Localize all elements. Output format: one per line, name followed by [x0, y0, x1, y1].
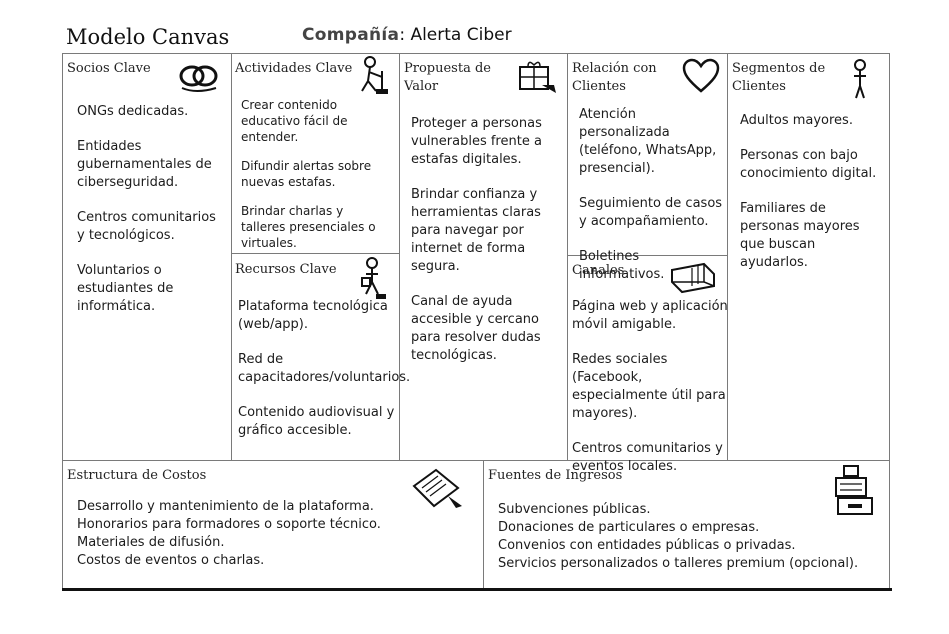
list-item: Convenios con entidades públicas o priva…	[498, 538, 796, 553]
list-item: Servicios personalizados o talleres prem…	[498, 556, 859, 571]
list-item: Boletines informativos.	[579, 249, 665, 282]
list-item: ONGs dedicadas.	[77, 104, 189, 119]
list-item: Red de capacitadores/voluntarios.	[238, 352, 411, 385]
list-item: Seguimiento de casos y acompañamiento.	[579, 196, 723, 229]
block-items: Plataforma tecnológica (web/app). Red de…	[238, 298, 411, 457]
list-item: Brindar confianza y herramientas claras …	[411, 187, 541, 274]
list-item: Costos de eventos o charlas.	[77, 553, 265, 568]
list-item: Redes sociales (Facebook, especialmente …	[572, 352, 726, 421]
block-items: Subvenciones públicas. Donaciones de par…	[498, 501, 883, 573]
block-title-line: Relación con	[572, 61, 657, 76]
divider	[567, 53, 568, 460]
divider	[231, 253, 399, 254]
list-item: Centros comunitarios y tecnológicos.	[77, 210, 216, 243]
truck-icon	[671, 262, 715, 294]
block-title: Recursos Clave	[235, 262, 337, 277]
block-items: Proteger a personas vulnerables frente a…	[411, 115, 563, 382]
divider	[567, 255, 727, 256]
block-title: Socios Clave	[67, 61, 151, 76]
divider	[231, 53, 232, 460]
list-item: Adultos mayores.	[740, 113, 853, 128]
block-title-line: Clientes	[572, 79, 626, 94]
list-item: Familiares de personas mayores que busca…	[740, 201, 860, 270]
bottom-rule	[62, 588, 892, 591]
block-title: Relación con Clientes	[572, 60, 657, 96]
list-item: Difundir alertas sobre nuevas estafas.	[241, 159, 372, 189]
page-title: Modelo Canvas	[66, 25, 230, 49]
worker-icon	[361, 257, 386, 299]
list-item: Crear contenido educativo fácil de enten…	[241, 98, 348, 144]
list-item: Entidades gubernamentales de ciberseguri…	[77, 139, 212, 190]
block-items: ONGs dedicadas. Entidades gubernamentale…	[77, 103, 227, 333]
block-title-line: Propuesta de	[404, 61, 491, 76]
person-icon	[854, 59, 866, 99]
block-items: Adultos mayores. Personas con bajo conoc…	[740, 112, 885, 289]
price-tag-icon	[412, 468, 462, 508]
divider	[62, 460, 890, 461]
list-item: Voluntarios o estudiantes de informática…	[77, 263, 174, 314]
worker-icon	[361, 56, 388, 94]
cash-register-icon	[835, 465, 873, 515]
block-title-line: Segmentos de	[732, 61, 826, 76]
divider	[483, 460, 484, 589]
gift-icon	[519, 61, 556, 93]
heart-icon	[682, 58, 720, 93]
company-line: Compañía: Alerta Ciber	[302, 25, 512, 45]
list-item: Centros comunitarios y eventos locales.	[572, 441, 723, 474]
list-item: Canal de ayuda accesible y cercano para …	[411, 294, 541, 363]
block-title: Estructura de Costos	[67, 468, 207, 483]
block-items: Atención personalizada (teléfono, WhatsA…	[579, 106, 724, 301]
company-label: Compañía	[302, 25, 400, 45]
list-item: Proteger a personas vulnerables frente a…	[411, 116, 542, 167]
block-title: Fuentes de Ingresos	[488, 468, 623, 483]
divider	[399, 53, 400, 460]
list-item: Donaciones de particulares o empresas.	[498, 520, 760, 535]
list-item: Atención personalizada (teléfono, WhatsA…	[579, 107, 717, 176]
block-title: Propuesta de Valor	[404, 60, 491, 96]
list-item: Personas con bajo conocimiento digital.	[740, 148, 877, 181]
company-separator: :	[399, 25, 406, 45]
block-title: Actividades Clave	[235, 61, 353, 76]
block-title-line: Valor	[404, 79, 439, 94]
list-item: Subvenciones públicas.	[498, 502, 651, 517]
list-item: Página web y aplicación móvil amigable.	[572, 299, 728, 332]
block-items: Crear contenido educativo fácil de enten…	[241, 97, 391, 264]
block-title: Canales	[572, 263, 625, 278]
divider	[727, 53, 728, 460]
block-title-line: Clientes	[732, 79, 786, 94]
block-title: Segmentos de Clientes	[732, 60, 825, 96]
list-item: Desarrollo y mantenimiento de la platafo…	[77, 499, 374, 514]
block-items: Desarrollo y mantenimiento de la platafo…	[77, 498, 477, 570]
list-item: Contenido audiovisual y gráfico accesibl…	[238, 405, 395, 438]
list-item: Plataforma tecnológica (web/app).	[238, 299, 388, 332]
list-item: Materiales de difusión.	[77, 535, 225, 550]
company-name: Alerta Ciber	[410, 25, 512, 45]
list-item: Brindar charlas y talleres presenciales …	[241, 204, 376, 250]
list-item: Honorarios para formadores o soporte téc…	[77, 517, 381, 532]
block-items: Página web y aplicación móvil amigable. …	[572, 298, 728, 493]
linked-rings-icon	[179, 65, 218, 92]
